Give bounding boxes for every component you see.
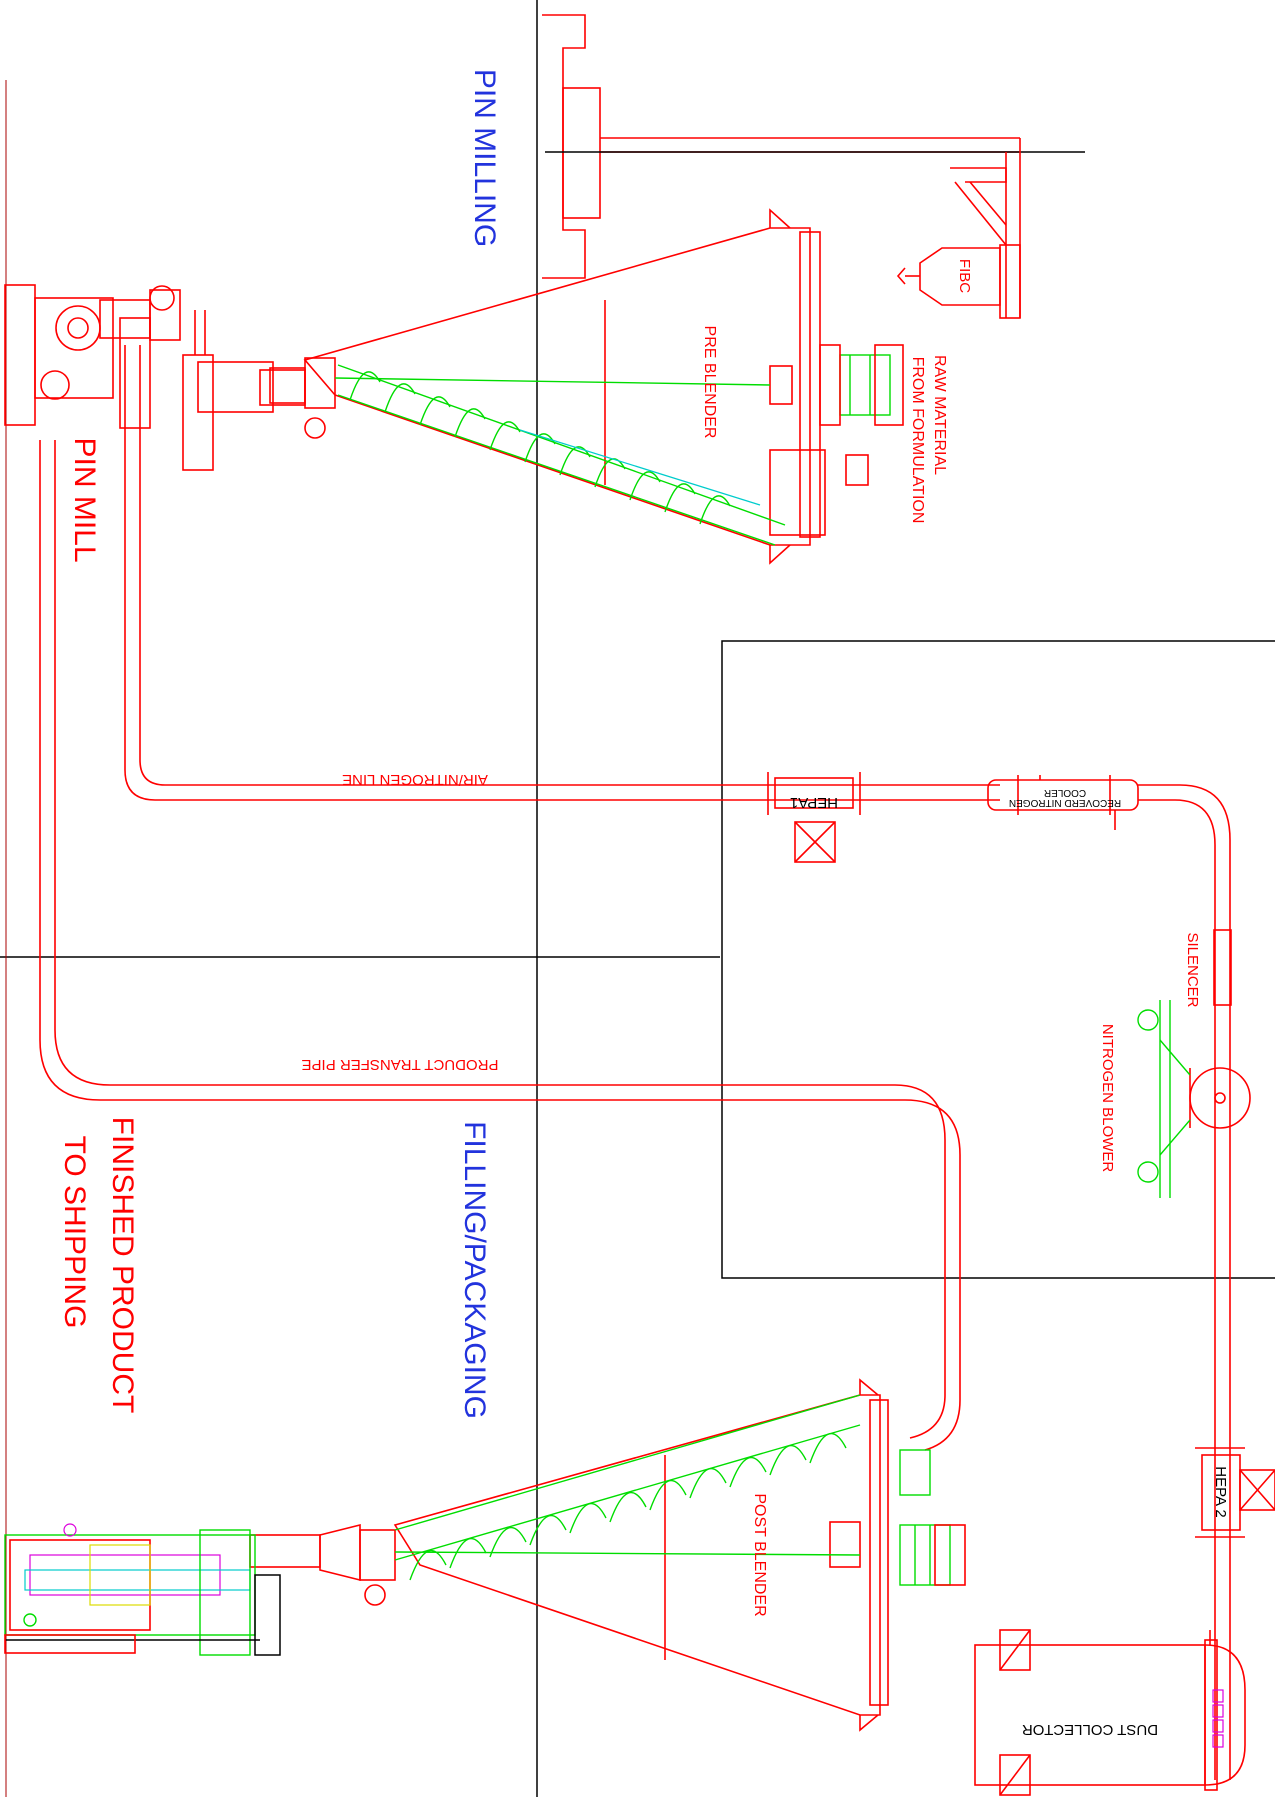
pin-mill <box>4 284 306 471</box>
pre-blender-label: PRE BLENDER <box>701 326 718 439</box>
pre-blender: PRE BLENDER RAW MATERIAL FROM FORMULATIO… <box>269 208 948 565</box>
hepa1-filter: HEPA1 <box>767 772 861 863</box>
to-shipping-label: TO SHIPPING <box>58 1136 91 1329</box>
cooler-label-1: RECOVERD NITROGEN <box>1009 797 1121 808</box>
dust-collector-label: DUST COLLECTOR <box>1022 1721 1158 1738</box>
raw-material-label-1: RAW MATERIAL <box>931 355 948 475</box>
hepa2-label: HEPA 2 <box>1212 1466 1229 1517</box>
product-transfer-pipe: PRODUCT TRANSFER PIPE <box>39 440 961 1451</box>
nitrogen-cooler: RECOVERD NITROGEN COOLER <box>987 775 1139 830</box>
filter-cartridges <box>1212 1689 1224 1748</box>
raw-material-label-2: FROM FORMULATION <box>909 357 926 524</box>
air-nitrogen-line: AIR/NITROGEN LINE <box>124 345 1000 801</box>
fibc-frame: FIBC <box>542 14 1085 319</box>
nitrogen-blower: NITROGEN BLOWER <box>1099 1000 1251 1198</box>
pre-blender-screw <box>337 364 786 546</box>
nitrogen-blower-label: NITROGEN BLOWER <box>1099 1024 1116 1173</box>
return-pipe: SILENCER <box>1138 784 1232 1780</box>
silencer-label: SILENCER <box>1184 932 1201 1007</box>
fibc-label: FIBC <box>956 259 973 293</box>
area-title-filling-packaging: FILLING/PACKAGING <box>458 1121 491 1419</box>
area-title-pin-milling: PIN MILLING <box>468 69 501 247</box>
cooler-label-2: COOLER <box>1044 787 1086 798</box>
hepa1-label: HEPA1 <box>790 794 838 811</box>
packaging-machine <box>4 1523 361 1656</box>
post-blender-screw <box>394 1394 861 1581</box>
hepa2-filter: HEPA 2 <box>1195 1447 1275 1538</box>
pin-mill-label: PIN MILL <box>68 437 101 562</box>
post-blender: POST BLENDER <box>359 1378 966 1732</box>
finished-product-label: FINISHED PRODUCT <box>106 1117 139 1414</box>
product-transfer-label: PRODUCT TRANSFER PIPE <box>302 1056 499 1073</box>
air-nitrogen-label: AIR/NITROGEN LINE <box>342 771 488 788</box>
post-blender-label: POST BLENDER <box>751 1493 768 1616</box>
dust-collector: DUST COLLECTOR <box>974 1629 1246 1796</box>
